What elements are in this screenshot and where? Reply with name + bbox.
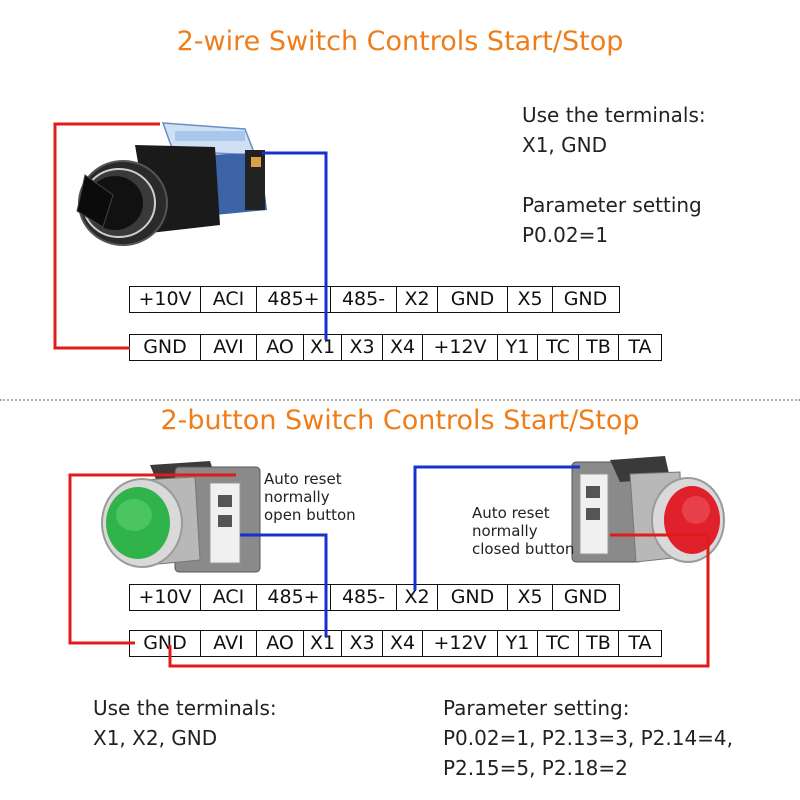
terminal-x4: X4	[381, 334, 424, 361]
terminal-tc: TC	[537, 630, 579, 657]
no-button-label-line2: normally	[264, 488, 330, 506]
terminal-x4: X4	[381, 630, 424, 657]
terminal-x1: X1	[302, 630, 343, 657]
terminal-tb: TB	[577, 334, 620, 361]
param-line2-2: P2.15=5, P2.18=2	[443, 756, 628, 780]
selector-switch-icon	[55, 115, 285, 269]
terminal-tb: TB	[577, 630, 620, 657]
terminal-x3: X3	[341, 630, 383, 657]
terminal-gnd: GND	[551, 584, 620, 611]
terminal-x2: X2	[396, 286, 438, 313]
terminal-ta: TA	[618, 630, 662, 657]
param-line1-2: P0.02=1, P2.13=3, P2.14=4,	[443, 726, 734, 750]
terminal-y1: Y1	[496, 630, 539, 657]
terminal-485: 485-	[329, 584, 398, 611]
no-button-label-line1: Auto reset	[264, 470, 342, 488]
terminal-x5: X5	[507, 286, 553, 313]
terminal-gnd: GND	[551, 286, 620, 313]
terminal-485: 485+	[256, 584, 331, 611]
param-heading-1: Parameter setting	[522, 193, 702, 217]
terminals-list-1: X1, GND	[522, 133, 607, 157]
terminal-gnd: GND	[129, 334, 201, 361]
terminal-x2: X2	[396, 584, 438, 611]
terminal-gnd: GND	[436, 286, 509, 313]
terminal-12v: +12V	[422, 630, 498, 657]
terminal-12v: +12V	[422, 334, 498, 361]
section1-title: 2-wire Switch Controls Start/Stop	[176, 26, 624, 57]
green-push-button-icon	[100, 455, 270, 589]
no-button-label-line3: open button	[264, 506, 356, 524]
terminal-gnd: GND	[436, 584, 509, 611]
nc-button-label-line1: Auto reset	[472, 504, 550, 522]
terminal-y1: Y1	[496, 334, 539, 361]
red-push-button-icon	[570, 452, 730, 586]
terminal-avi: AVI	[199, 630, 258, 657]
nc-button-label-line2: normally	[472, 522, 538, 540]
terminal-10v: +10V	[129, 584, 201, 611]
terminal-x5: X5	[507, 584, 553, 611]
nc-button-label-line3: closed button	[472, 540, 575, 558]
terminals-heading-2: Use the terminals:	[93, 696, 277, 720]
section2-title: 2-button Switch Controls Start/Stop	[160, 405, 640, 436]
terminal-485: 485-	[329, 286, 398, 313]
terminals-list-2: X1, X2, GND	[93, 726, 218, 750]
terminal-aci: ACI	[199, 286, 258, 313]
terminal-485: 485+	[256, 286, 331, 313]
terminal-ao: AO	[256, 630, 304, 657]
terminal-10v: +10V	[129, 286, 201, 313]
param-value-1: P0.02=1	[522, 223, 609, 247]
terminal-tc: TC	[537, 334, 579, 361]
terminal-ao: AO	[256, 334, 304, 361]
terminal-x3: X3	[341, 334, 383, 361]
terminals-heading-1: Use the terminals:	[522, 103, 706, 127]
terminal-avi: AVI	[199, 334, 258, 361]
terminal-gnd: GND	[129, 630, 201, 657]
terminal-aci: ACI	[199, 584, 258, 611]
terminal-x1: X1	[302, 334, 343, 361]
section-divider	[0, 399, 800, 401]
terminal-ta: TA	[618, 334, 662, 361]
param-heading-2: Parameter setting:	[443, 696, 630, 720]
